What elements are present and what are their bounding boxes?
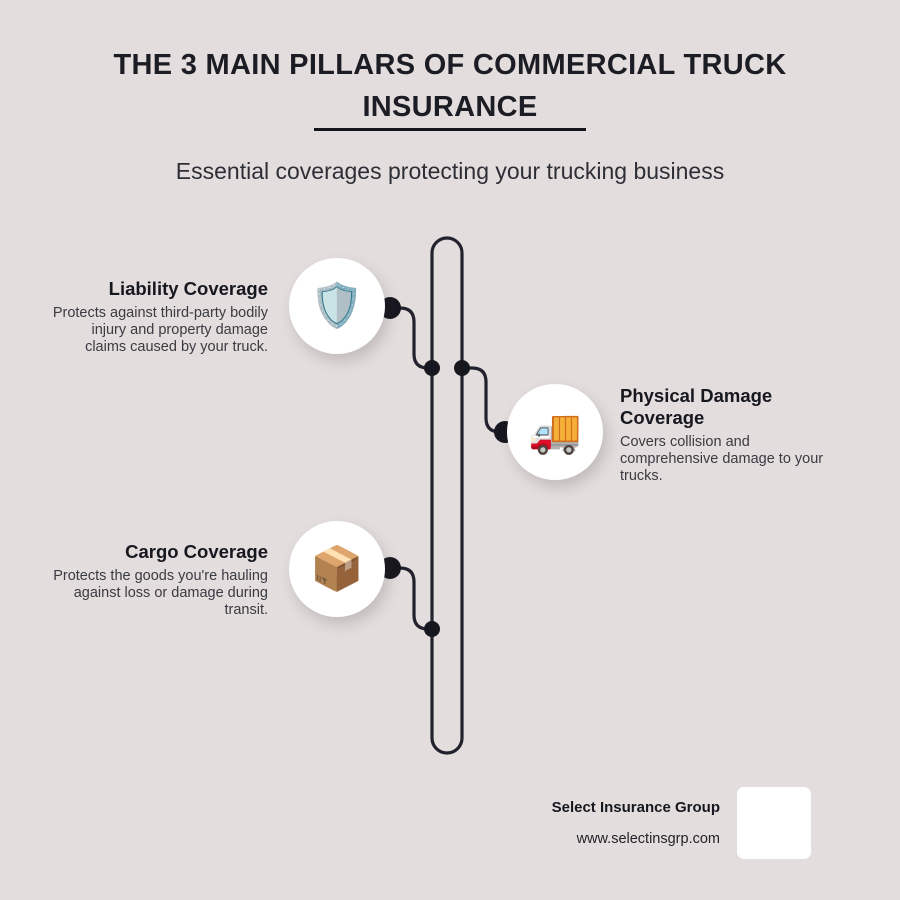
- package-icon: 📦: [310, 544, 364, 593]
- truck-icon: 🚚: [528, 407, 582, 456]
- node-liability-rail: [424, 360, 440, 376]
- shield-icon: 🛡️: [310, 281, 364, 330]
- page-title: THE 3 MAIN PILLARS OF COMMERCIAL TRUCK I…: [113, 49, 787, 123]
- icon-circle-liability: 🛡️: [289, 258, 385, 354]
- branch-cargo: [388, 566, 434, 631]
- node-physical-damage-rail: [454, 360, 470, 376]
- title-divider: [314, 128, 586, 131]
- footer-website: www.selectinsgrp.com: [576, 831, 720, 847]
- pillar-liability-body: Protects against third-party bodily inju…: [52, 305, 268, 355]
- pillar-cargo: Cargo Coverage Protects the goods you're…: [48, 541, 268, 619]
- branch-liability: [388, 306, 434, 370]
- node-cargo-rail: [424, 621, 440, 637]
- icon-circle-physical-damage: 🚚: [507, 384, 603, 480]
- branch-physical-damage: [460, 366, 512, 434]
- main-rail-path: [430, 236, 464, 755]
- pillar-liability-heading: Liability Coverage: [108, 278, 268, 299]
- pillar-cargo-body: Protects the goods you're hauling agains…: [53, 568, 268, 618]
- pillar-physical-damage-body: Covers collision and comprehensive damag…: [620, 434, 824, 484]
- pillar-liability: Liability Coverage Protects against thir…: [48, 278, 268, 356]
- footer-logo-placeholder: [737, 787, 811, 859]
- icon-circle-cargo: 📦: [289, 521, 385, 617]
- pillar-physical-damage: Physical Damage Coverage Covers collisio…: [620, 385, 845, 485]
- pillar-cargo-heading: Cargo Coverage: [125, 541, 268, 562]
- footer-company-name: Select Insurance Group: [551, 799, 720, 816]
- pillar-physical-damage-heading: Physical Damage Coverage: [620, 385, 773, 428]
- page-subtitle: Essential coverages protecting your truc…: [175, 158, 725, 184]
